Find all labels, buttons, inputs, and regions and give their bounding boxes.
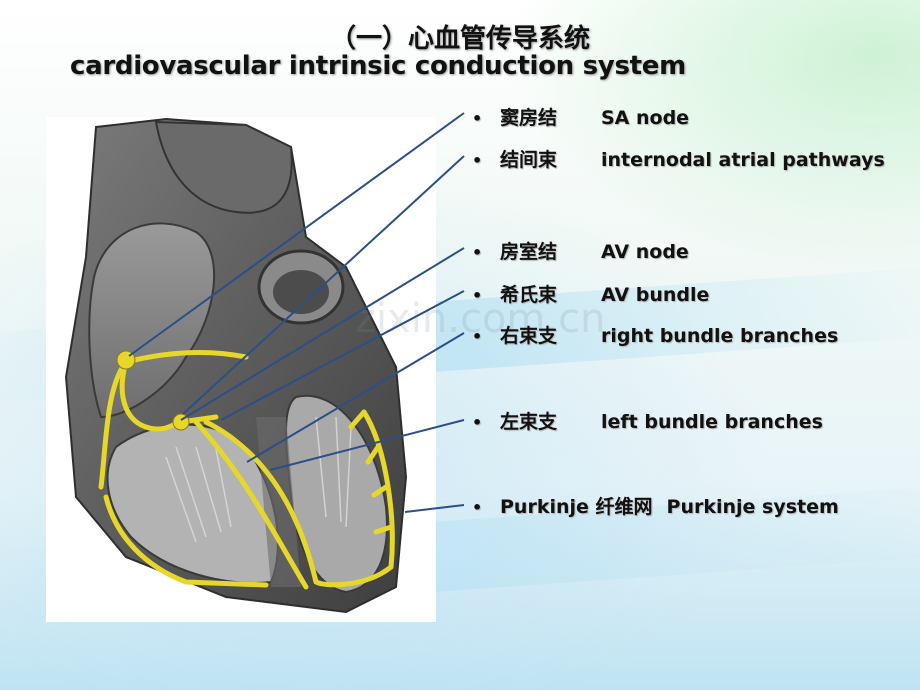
label-chinese: 右束支 [500,325,558,347]
bullet-icon: • [472,286,483,305]
label-chinese: 窦房结 [500,107,558,129]
label-english: internodal atrial pathways [601,149,885,171]
label-internodal-pathways: • 结间束 internodal atrial pathways [472,145,885,172]
label-purkinje-system: • Purkinje 纤维网 Purkinje system [472,492,839,519]
label-english: left bundle branches [601,411,823,433]
label-chinese: Purkinje 纤维网 [500,496,653,518]
label-chinese: 结间束 [500,149,558,171]
bullet-icon: • [472,109,483,128]
av-node-marker [172,413,190,431]
label-chinese: 左束支 [500,411,558,433]
label-english: AV node [601,241,689,263]
label-av-node: • 房室结 AV node [472,237,689,264]
label-english: SA node [601,107,690,129]
label-chinese: 希氏束 [500,284,558,306]
label-right-bundle-branches: • 右束支 right bundle branches [472,321,838,348]
slide-title-english: cardiovascular intrinsic conduction syst… [70,51,686,81]
slide-title-chinese: （一）心血管传导系统 [329,24,590,54]
bullet-icon: • [472,327,483,346]
label-chinese: 房室结 [500,241,558,263]
label-left-bundle-branches: • 左束支 left bundle branches [472,407,823,434]
label-av-bundle: • 希氏束 AV bundle [472,280,709,307]
bullet-icon: • [472,413,483,432]
left-bundle-branch [203,419,394,588]
vessel-opening-inner [273,270,329,314]
bullet-icon: • [472,151,483,170]
bullet-icon: • [472,243,483,262]
label-sa-node: • 窦房结 SA node [472,103,689,130]
label-english: Purkinje system [666,496,839,518]
sa-node-marker [116,350,136,370]
label-english: right bundle branches [601,325,839,347]
right-bundle-branch [193,419,309,590]
bullet-icon: • [472,498,483,517]
purkinje-branch [103,494,269,588]
heart-illustration [46,117,436,622]
label-english: AV bundle [601,284,710,306]
heart-section-drawing [64,117,408,614]
internodal-pathway [98,359,129,490]
